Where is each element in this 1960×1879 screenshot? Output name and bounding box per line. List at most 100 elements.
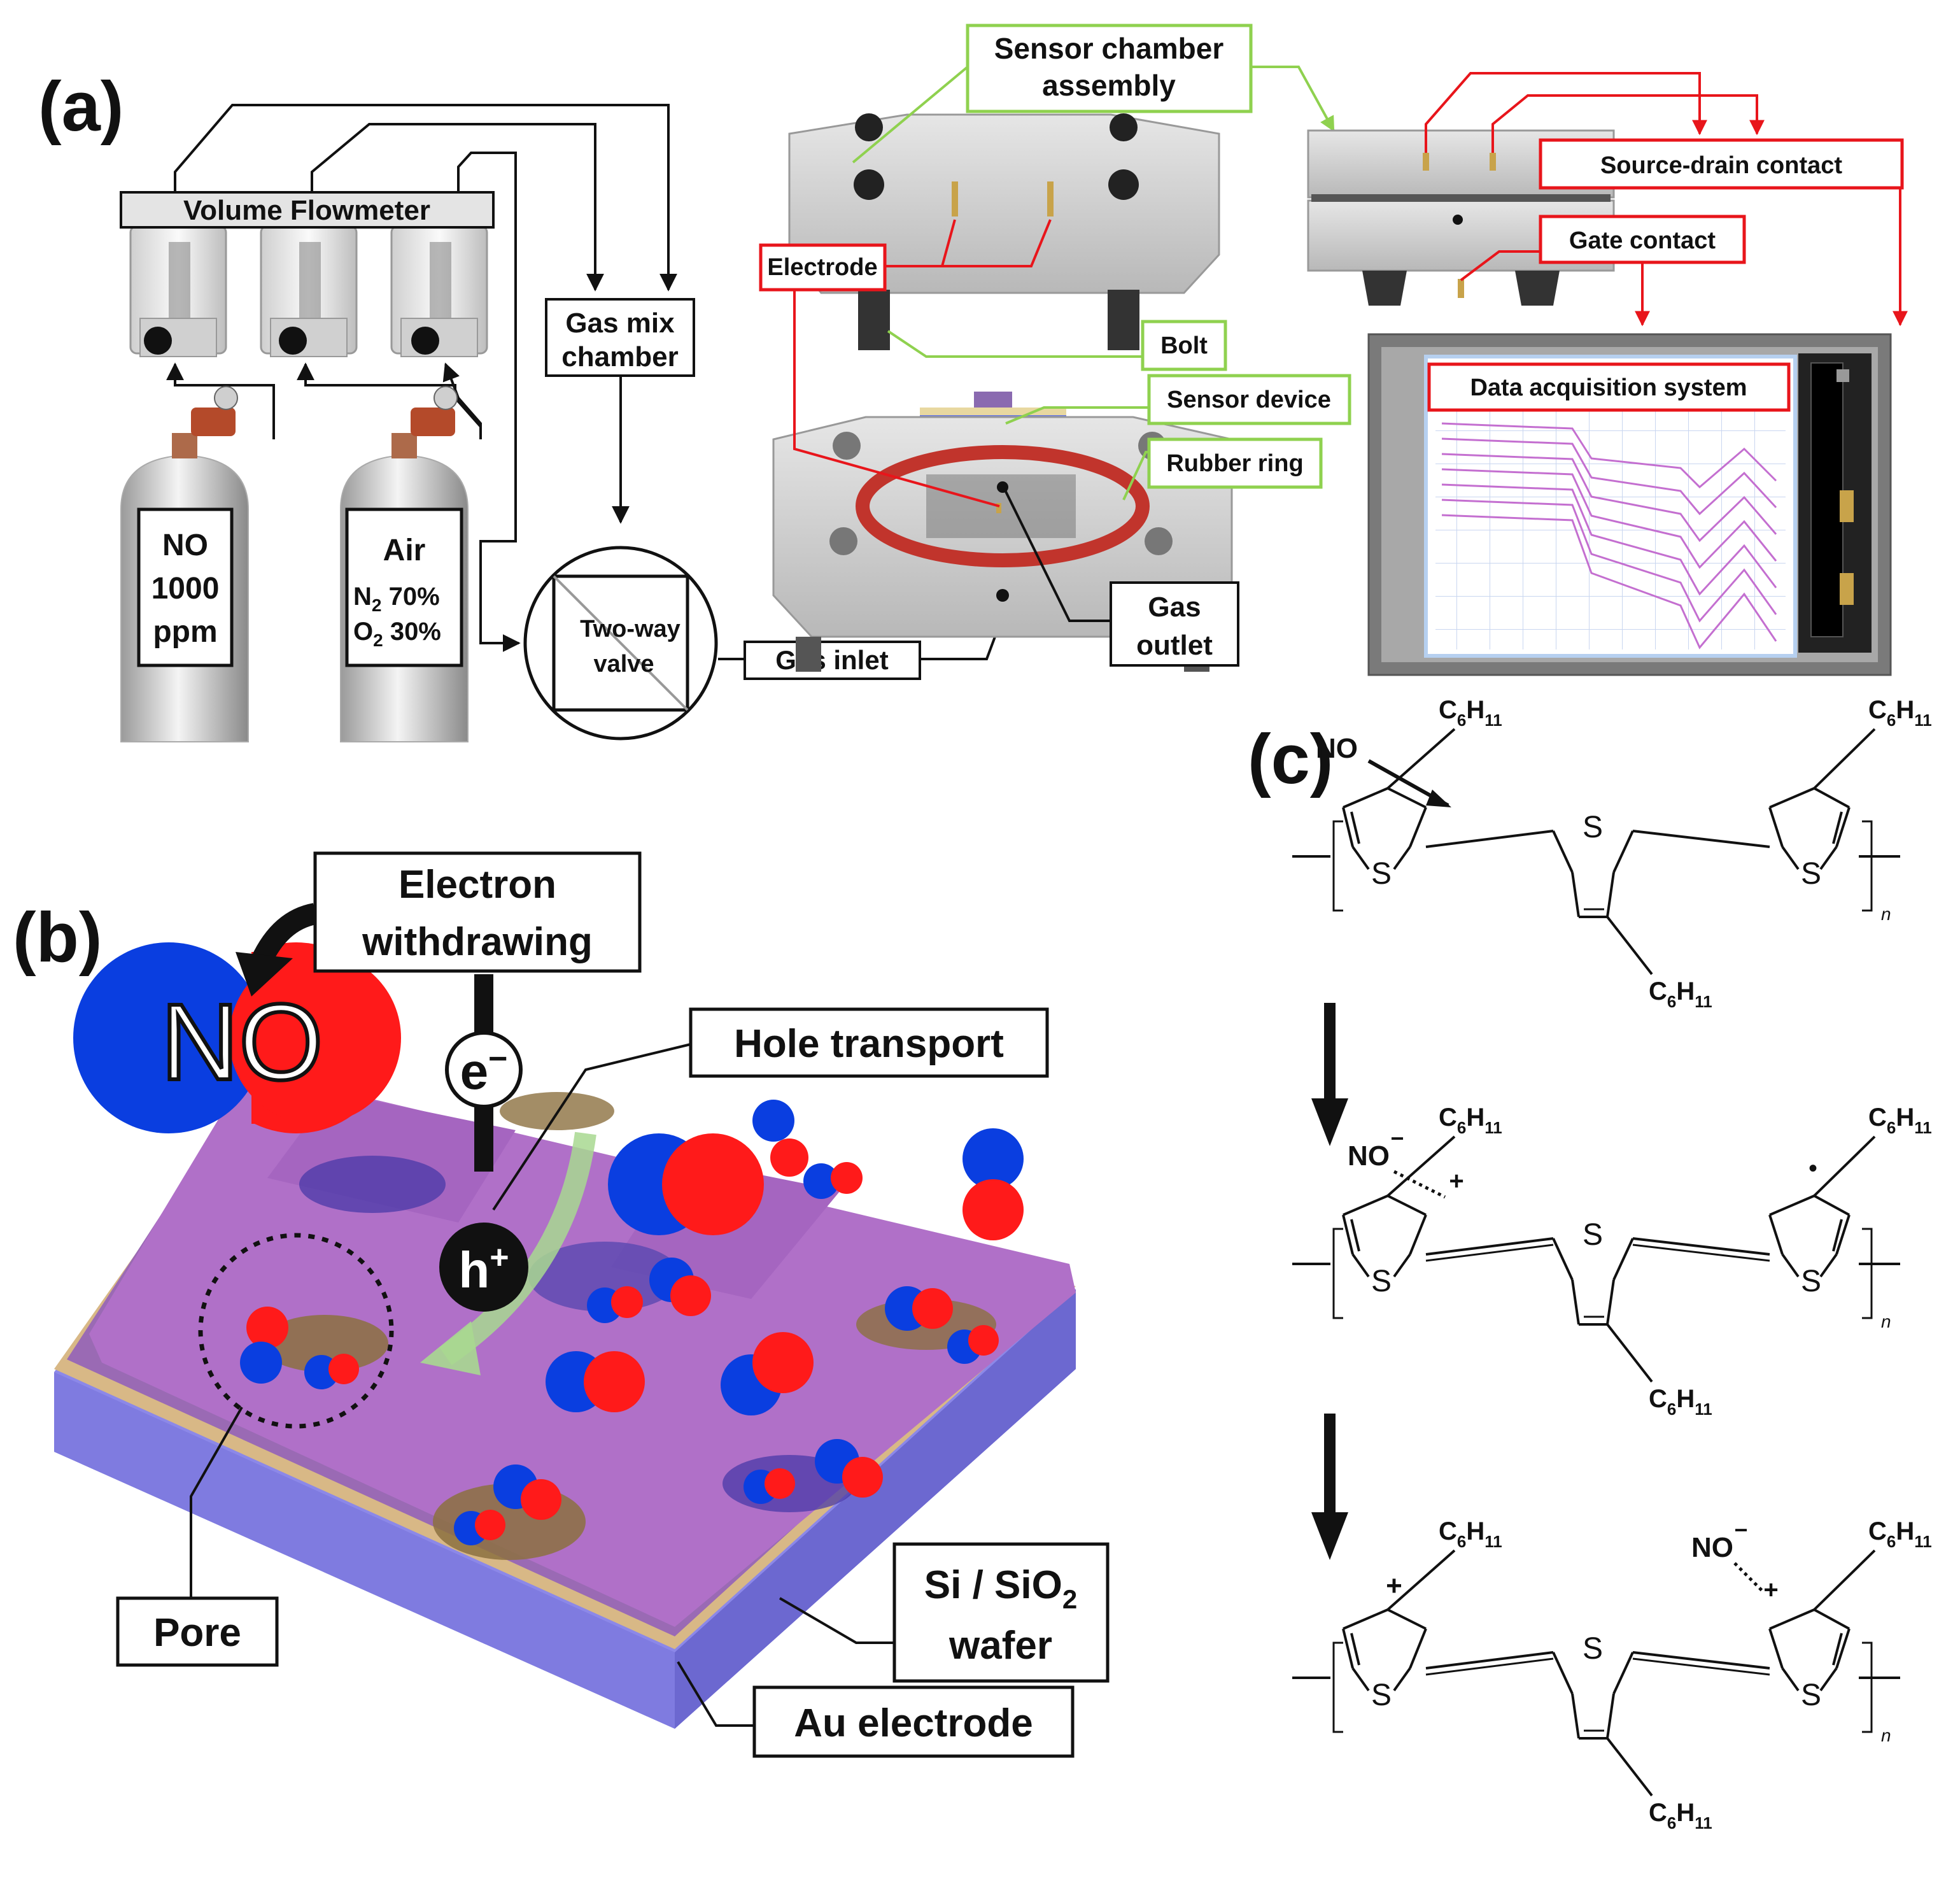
- pore-highlight-circle: [198, 1233, 394, 1429]
- bond: [1425, 1244, 1554, 1262]
- bond: [1814, 1195, 1850, 1216]
- sensor-chamber-top: [788, 113, 1220, 350]
- bond: [1632, 1237, 1770, 1256]
- repeat-bracket-right: [1862, 820, 1873, 912]
- negative-charge: −: [1390, 1125, 1404, 1151]
- no-interaction: [1733, 1562, 1765, 1593]
- bond: [1832, 1219, 1843, 1252]
- bond: [1819, 1667, 1838, 1692]
- flowmeter-label: Volume Flowmeter: [183, 195, 430, 226]
- hole-transport-leader: [492, 1043, 691, 1211]
- bond: [1350, 1219, 1360, 1252]
- bond: [1552, 1238, 1574, 1280]
- daq-label-box: Data acquisition system: [1427, 362, 1791, 412]
- bond: [1606, 916, 1653, 975]
- repeat-n: n: [1881, 904, 1891, 924]
- panel-label-c: (c): [1248, 720, 1333, 798]
- negative-charge: −: [1734, 1517, 1747, 1543]
- wafer-line1: Si / SiO2: [924, 1563, 1077, 1614]
- air-cylinder-line1: Air: [383, 534, 426, 567]
- hole-transport-arrowhead: [420, 1321, 481, 1375]
- air-cylinder: Air N2 70% O2 30%: [340, 386, 469, 742]
- bond: [1351, 846, 1370, 870]
- bond: [1409, 807, 1427, 847]
- bond: [1814, 1608, 1850, 1630]
- wafer-leader: [779, 1597, 894, 1644]
- bond: [1769, 1608, 1815, 1630]
- gas-mix-chamber-box: Gas mix chamber: [545, 298, 695, 377]
- source-drain-box: Source-drain contact: [1539, 138, 1904, 190]
- no-molecule-large: NO: [73, 942, 401, 1133]
- bond: [1612, 830, 1634, 873]
- bond: [1632, 1657, 1770, 1676]
- bond: [1768, 1628, 1784, 1669]
- au-electrode-label: Au electrode: [794, 1701, 1033, 1745]
- gas-outlet-leader: [1003, 488, 1111, 622]
- source-drain-label: Source-drain contact: [1600, 152, 1842, 179]
- gas-outlet-line1: Gas: [1148, 592, 1201, 623]
- bond: [1393, 1253, 1411, 1278]
- charge-carrier-bar: [439, 974, 528, 1312]
- hexyl-substituent: C6H11: [1868, 1103, 1932, 1137]
- daq-trace: [1441, 437, 1777, 516]
- gate-contact-box: Gate contact: [1539, 215, 1746, 264]
- positive-charge: +: [1449, 1167, 1463, 1195]
- gas-inlet-box: Gas inlet: [744, 641, 921, 680]
- gas-mix-line2: chamber: [561, 341, 678, 372]
- no-cylinder-line1: NO: [162, 528, 208, 562]
- bond: [1768, 807, 1784, 847]
- daq-trace: [1441, 422, 1777, 489]
- bond: [1612, 1238, 1634, 1280]
- hole-transport-arrow: [439, 1131, 596, 1366]
- gas-outlet-line2: outlet: [1136, 630, 1213, 661]
- bond: [1606, 1693, 1615, 1739]
- bond: [1425, 1657, 1554, 1676]
- reaction-arrows: [1311, 1003, 1348, 1560]
- pore-label: Pore: [153, 1611, 241, 1655]
- sulfur-atom: S: [1583, 1218, 1603, 1252]
- gate-contact-label: Gate contact: [1569, 227, 1716, 254]
- no-attack-arrowhead: [1426, 790, 1451, 807]
- hexyl-substituent: C6H11: [1649, 1799, 1712, 1833]
- air-cylinder-n2: N2 70%: [353, 583, 440, 615]
- bond: [1832, 811, 1843, 844]
- repeat-bracket-left: [1332, 1641, 1343, 1733]
- bond: [1343, 787, 1388, 809]
- bond: [1781, 846, 1800, 870]
- daq-trace: [1441, 483, 1777, 596]
- electron-withdrawing-arrow: [251, 903, 318, 967]
- sensor-chamber-assembly-box: Sensor chamber assembly: [966, 24, 1253, 113]
- bond: [1769, 1195, 1815, 1216]
- no-gas-cylinder: NO 1000 ppm: [120, 386, 249, 742]
- repeat-n: n: [1881, 1726, 1891, 1745]
- bond: [1813, 1549, 1876, 1611]
- sensor-device-label: Sensor device: [1167, 386, 1331, 413]
- hexyl-substituent: C6H11: [1868, 696, 1932, 730]
- bond: [1632, 1244, 1770, 1262]
- electrode-box: Electrode: [759, 243, 887, 292]
- bond: [1571, 1279, 1580, 1325]
- bond: [1606, 1737, 1653, 1797]
- bond: [1632, 1651, 1770, 1670]
- bond: [1350, 1633, 1360, 1666]
- no-large-label: NO: [161, 982, 323, 1103]
- bond: [1387, 787, 1427, 809]
- bond: [1386, 1135, 1456, 1197]
- hexyl-substituent: C6H11: [1649, 1385, 1712, 1419]
- hexyl-substituent: C6H11: [1439, 696, 1502, 730]
- bond: [1835, 1628, 1851, 1669]
- sulfur-atom: S: [1371, 857, 1392, 891]
- bond: [1409, 1628, 1427, 1669]
- au-electrode-box: Au electrode: [752, 1685, 1075, 1758]
- panel-label-b: (b): [13, 898, 102, 977]
- pore-box: Pore: [116, 1596, 279, 1667]
- no-cylinder-line3: ppm: [153, 615, 217, 649]
- hexyl-substituent: C6H11: [1649, 977, 1712, 1011]
- daq-trace: [1441, 514, 1777, 649]
- bond: [1835, 807, 1851, 847]
- bond: [1393, 846, 1411, 870]
- sensor-chamber-line2: assembly: [1042, 69, 1176, 102]
- bond: [1832, 1633, 1843, 1666]
